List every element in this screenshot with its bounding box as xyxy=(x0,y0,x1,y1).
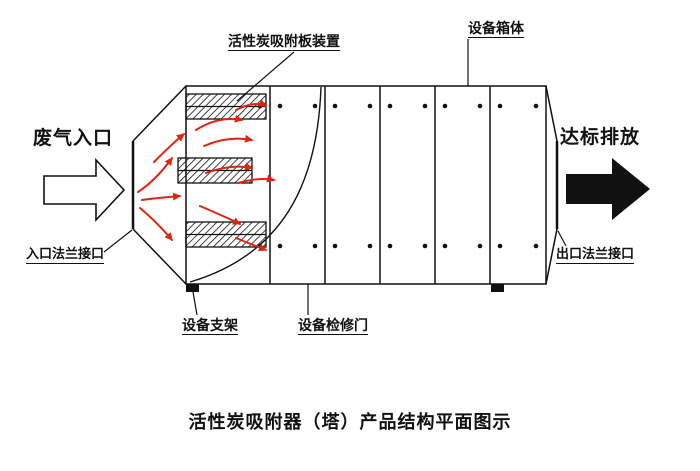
box-body-label: 设备箱体 xyxy=(468,20,524,39)
outlet-cone xyxy=(545,85,559,285)
support-foot-left xyxy=(186,284,199,292)
diagram-title: 活性炭吸附器（塔）产品结构平面图示 xyxy=(188,412,512,432)
inner-curve-wall xyxy=(189,86,322,283)
leader-outlet-flange xyxy=(557,230,567,247)
leader-support xyxy=(192,291,198,316)
box-outline xyxy=(185,85,547,285)
outlet-flange-label: 出口法兰接口 xyxy=(556,246,635,264)
carbon-plates-label: 活性炭吸附板装置 xyxy=(228,33,340,52)
inlet-flange-label: 入口法兰接口 xyxy=(26,246,105,264)
equipment-box-body xyxy=(185,85,547,285)
inlet-cone xyxy=(131,85,187,285)
panel-bolts xyxy=(257,103,539,249)
inlet-direction-arrow xyxy=(43,157,126,223)
inlet-label: 废气入口 xyxy=(33,128,114,149)
access-door-label: 设备检修门 xyxy=(298,317,368,336)
carbon-plates xyxy=(177,93,267,248)
leader-inlet-flange xyxy=(103,229,133,253)
outlet-label: 达标排放 xyxy=(560,127,641,148)
support-label: 设备支架 xyxy=(182,317,238,336)
outlet-direction-arrow xyxy=(566,158,650,220)
leader-lines xyxy=(103,39,567,316)
leader-carbon-plates xyxy=(236,51,295,102)
support-foot-right xyxy=(491,284,504,292)
airflow-arrows xyxy=(137,99,275,252)
